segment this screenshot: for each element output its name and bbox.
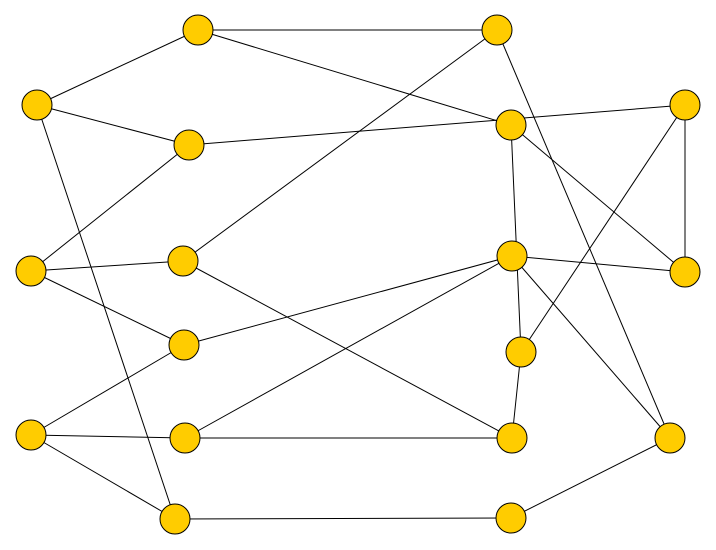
edge-n5-n13 bbox=[182, 29, 498, 262]
node-n2[interactable] bbox=[182, 14, 214, 46]
edge-n14-n12 bbox=[511, 255, 671, 439]
edge-n15-n18 bbox=[510, 124, 522, 353]
edge-n8-n17 bbox=[174, 517, 512, 520]
node-n5[interactable] bbox=[167, 245, 199, 277]
edge-n2-n15 bbox=[197, 29, 512, 126]
node-n6[interactable] bbox=[168, 329, 200, 361]
edge-n2-n1 bbox=[36, 29, 199, 106]
node-n15[interactable] bbox=[495, 109, 527, 141]
edge-n3-n4 bbox=[30, 144, 190, 272]
edge-n7-n9 bbox=[30, 434, 186, 439]
edge-n13-n12 bbox=[496, 29, 671, 439]
edge-n6-n14 bbox=[183, 255, 513, 346]
node-n11[interactable] bbox=[669, 256, 701, 288]
edge-n1-n8 bbox=[36, 104, 176, 520]
edge-n9-n14 bbox=[184, 255, 513, 439]
node-n10[interactable] bbox=[669, 89, 701, 121]
node-n7[interactable] bbox=[15, 419, 47, 451]
edge-n15-n11 bbox=[510, 124, 686, 273]
edge-n1-n3 bbox=[36, 104, 190, 146]
node-n9[interactable] bbox=[169, 422, 201, 454]
node-n4[interactable] bbox=[15, 255, 47, 287]
node-n1[interactable] bbox=[21, 89, 53, 121]
node-n18[interactable] bbox=[505, 336, 537, 368]
edge-n17-n12 bbox=[510, 437, 671, 519]
edge-n4-n6 bbox=[30, 270, 185, 346]
node-n17[interactable] bbox=[495, 502, 527, 534]
node-n12[interactable] bbox=[654, 422, 686, 454]
edge-n7-n6 bbox=[30, 344, 185, 436]
nodes-layer bbox=[15, 14, 701, 535]
edges-layer bbox=[30, 29, 686, 520]
edge-n3-n10 bbox=[188, 104, 686, 146]
edge-n14-n11 bbox=[511, 255, 686, 273]
node-n16[interactable] bbox=[496, 422, 528, 454]
node-n13[interactable] bbox=[481, 14, 513, 46]
edge-n7-n8 bbox=[30, 434, 176, 520]
node-n14[interactable] bbox=[496, 240, 528, 272]
edge-n10-n18 bbox=[520, 104, 686, 353]
edge-n4-n5 bbox=[30, 260, 184, 272]
edge-n5-n16 bbox=[182, 260, 513, 439]
node-n3[interactable] bbox=[173, 129, 205, 161]
node-n8[interactable] bbox=[159, 503, 191, 535]
